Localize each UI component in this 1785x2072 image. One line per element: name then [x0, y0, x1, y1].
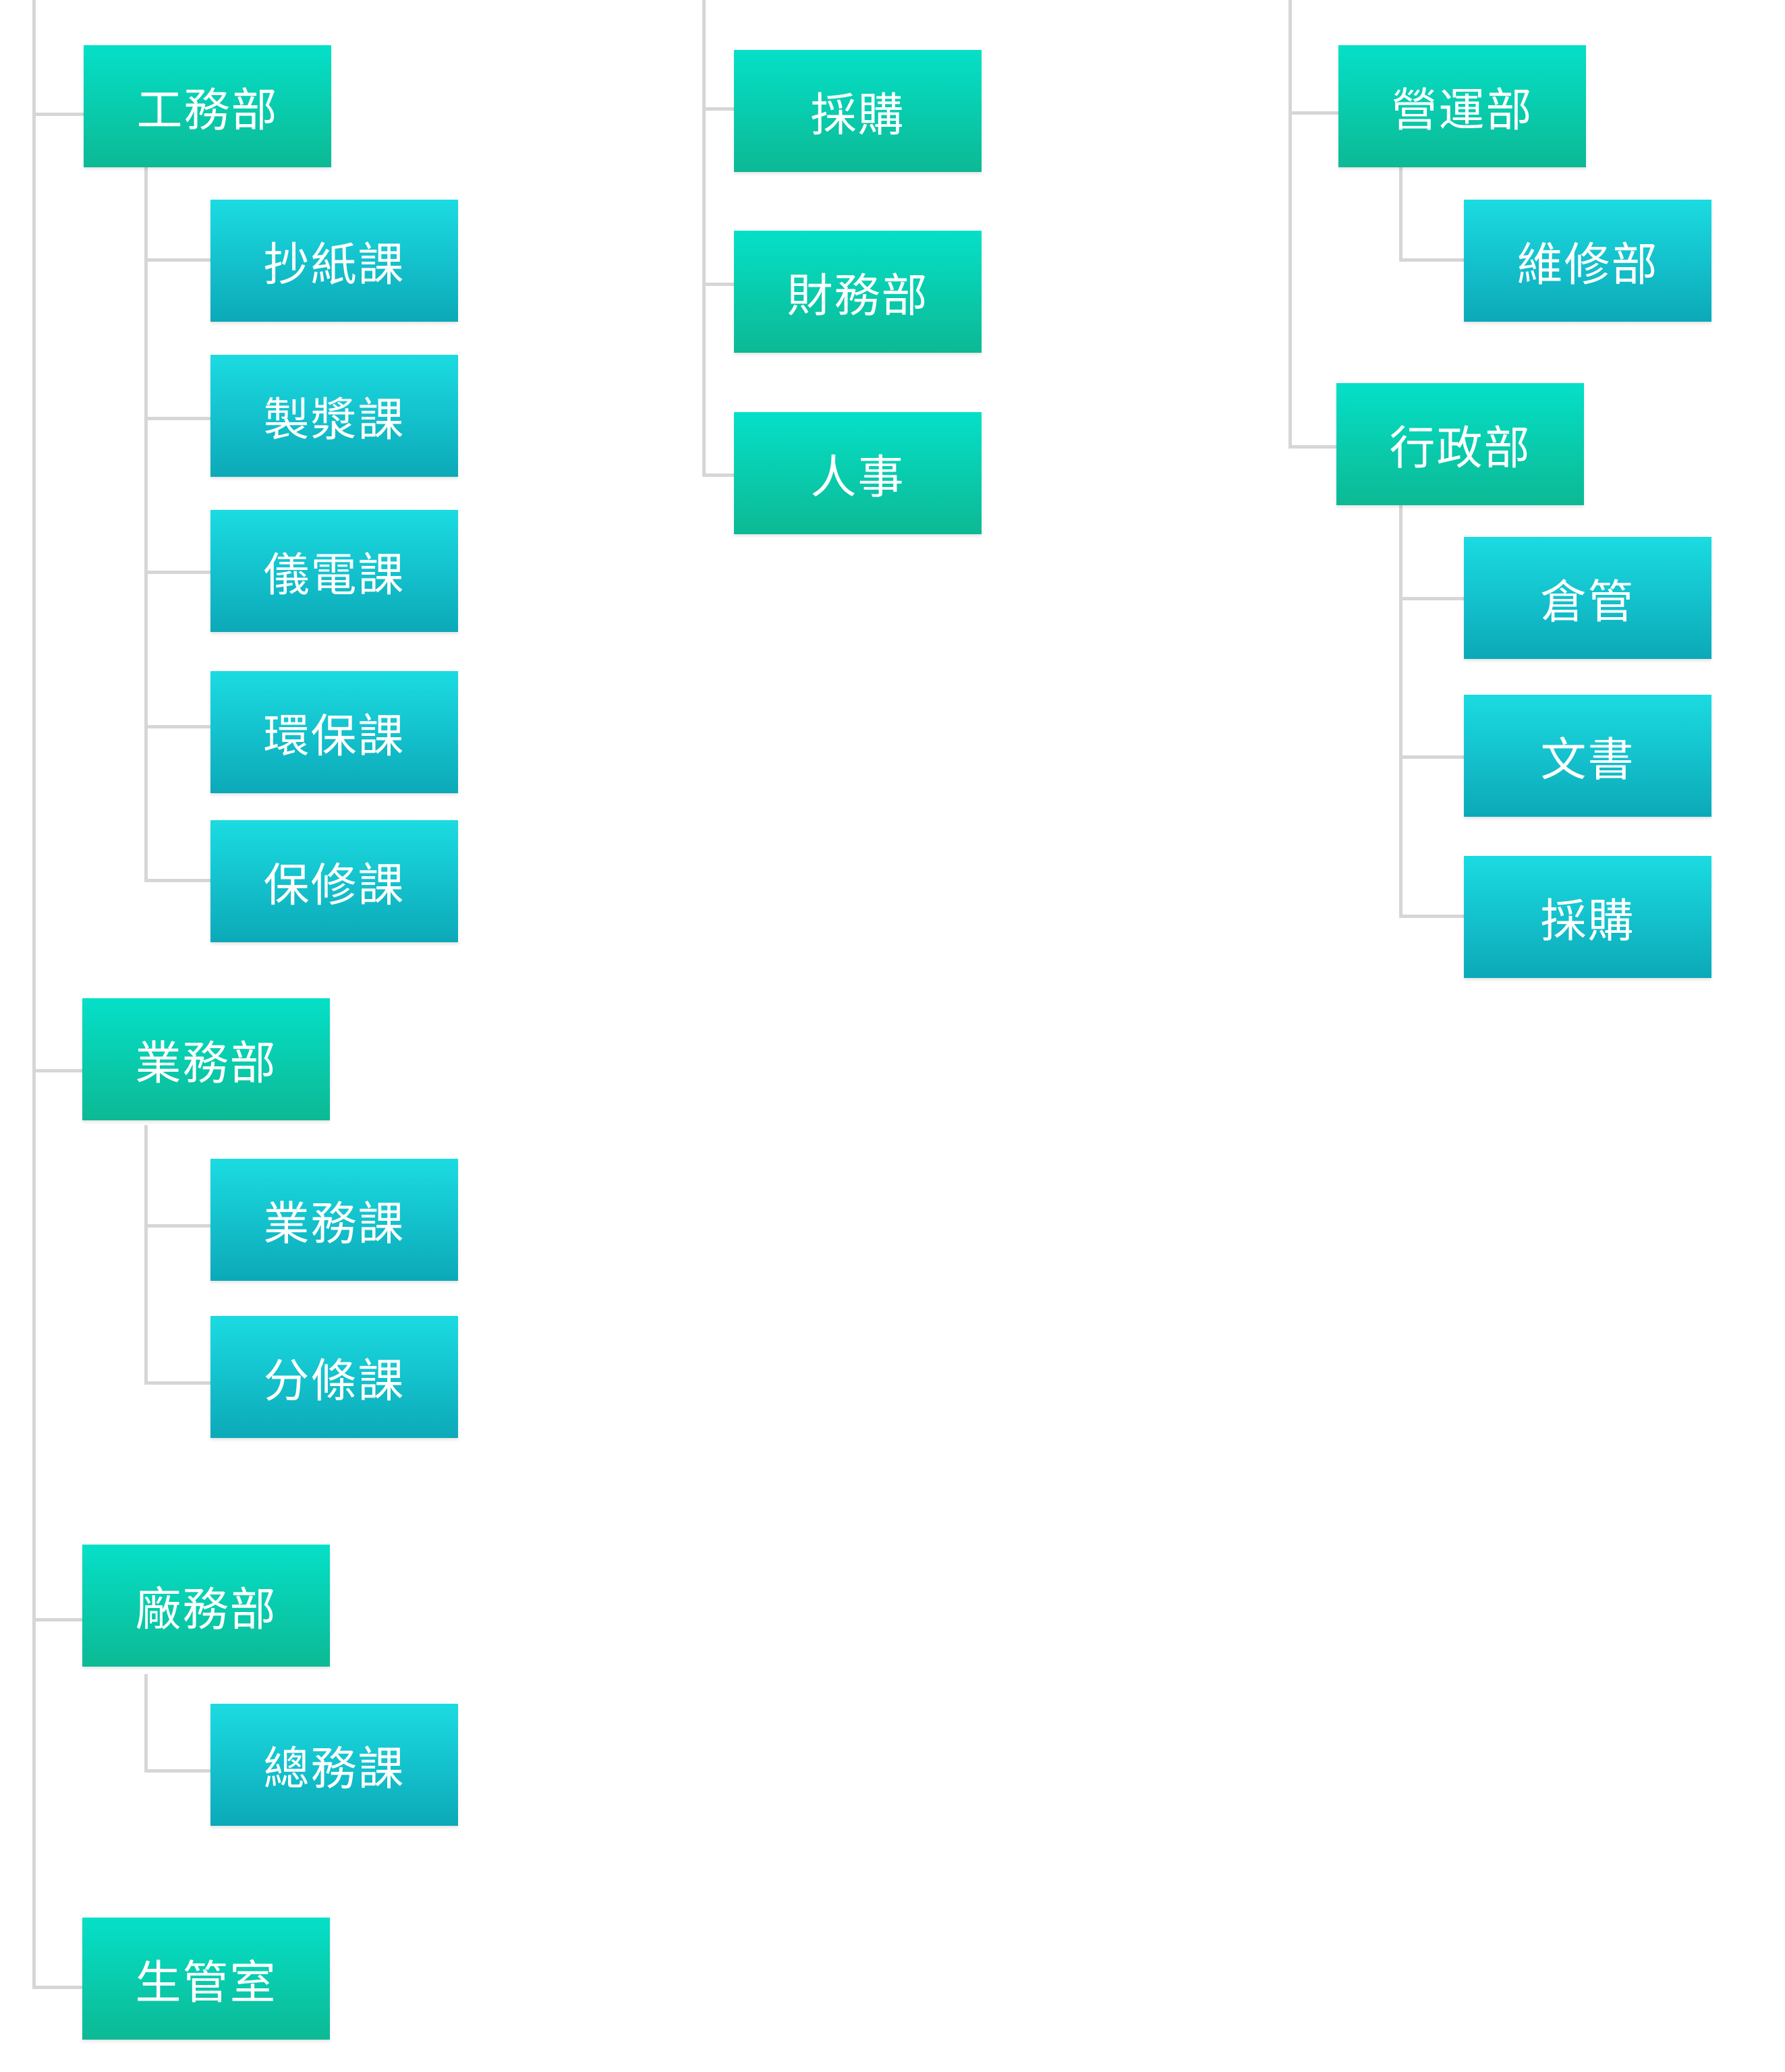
connector: [702, 107, 756, 111]
connector: [32, 113, 84, 116]
connector: [1399, 258, 1467, 262]
unit-repair[interactable]: 維修部: [1464, 200, 1711, 322]
dept-administration[interactable]: 行政部: [1336, 383, 1584, 505]
connector: [144, 725, 212, 728]
unit-general-affairs[interactable]: 總務課: [210, 1704, 458, 1826]
dept-engineering[interactable]: 工務部: [84, 45, 331, 167]
dept-finance[interactable]: 財務部: [734, 231, 982, 353]
connector: [144, 879, 212, 882]
unit-documents[interactable]: 文書: [1464, 695, 1711, 817]
unit-sales[interactable]: 業務課: [210, 1159, 458, 1281]
unit-human-resources[interactable]: 人事: [734, 412, 982, 534]
connector: [32, 1069, 84, 1072]
unit-environmental[interactable]: 環保課: [210, 671, 458, 793]
connector: [702, 473, 756, 477]
dept-operations[interactable]: 營運部: [1338, 45, 1586, 167]
left-trunk-line: [32, 0, 36, 1989]
connector: [1399, 915, 1467, 918]
unit-pulping[interactable]: 製漿課: [210, 355, 458, 477]
dept-production-control[interactable]: 生管室: [82, 1918, 330, 2040]
operations-branch-line: [1399, 167, 1402, 262]
connector: [144, 417, 212, 420]
plant-affairs-branch-line: [144, 1674, 148, 1773]
connector: [702, 283, 756, 286]
right-trunk-line: [1288, 0, 1292, 449]
unit-slitting[interactable]: 分條課: [210, 1316, 458, 1438]
unit-paper-making[interactable]: 抄紙課: [210, 200, 458, 322]
unit-warehouse[interactable]: 倉管: [1464, 537, 1711, 659]
dept-sales[interactable]: 業務部: [82, 998, 330, 1120]
connector: [144, 1769, 212, 1773]
unit-instrument-electrical[interactable]: 儀電課: [210, 510, 458, 632]
connector: [32, 1986, 84, 1989]
connector: [32, 1618, 84, 1621]
connector: [1399, 755, 1467, 759]
connector: [1399, 597, 1467, 600]
engineering-branch-line: [144, 167, 148, 882]
connector: [144, 571, 212, 574]
middle-trunk-line: [702, 0, 706, 477]
connector: [144, 1381, 212, 1385]
dept-plant-affairs[interactable]: 廠務部: [82, 1545, 330, 1667]
connector: [144, 1224, 212, 1228]
connector: [1288, 111, 1342, 115]
unit-admin-procurement[interactable]: 採購: [1464, 856, 1711, 978]
connector: [1288, 445, 1342, 449]
connector: [144, 258, 212, 262]
administration-branch-line: [1399, 505, 1402, 918]
sales-branch-line: [144, 1125, 148, 1385]
unit-procurement[interactable]: 採購: [734, 50, 982, 172]
unit-maintenance[interactable]: 保修課: [210, 820, 458, 942]
